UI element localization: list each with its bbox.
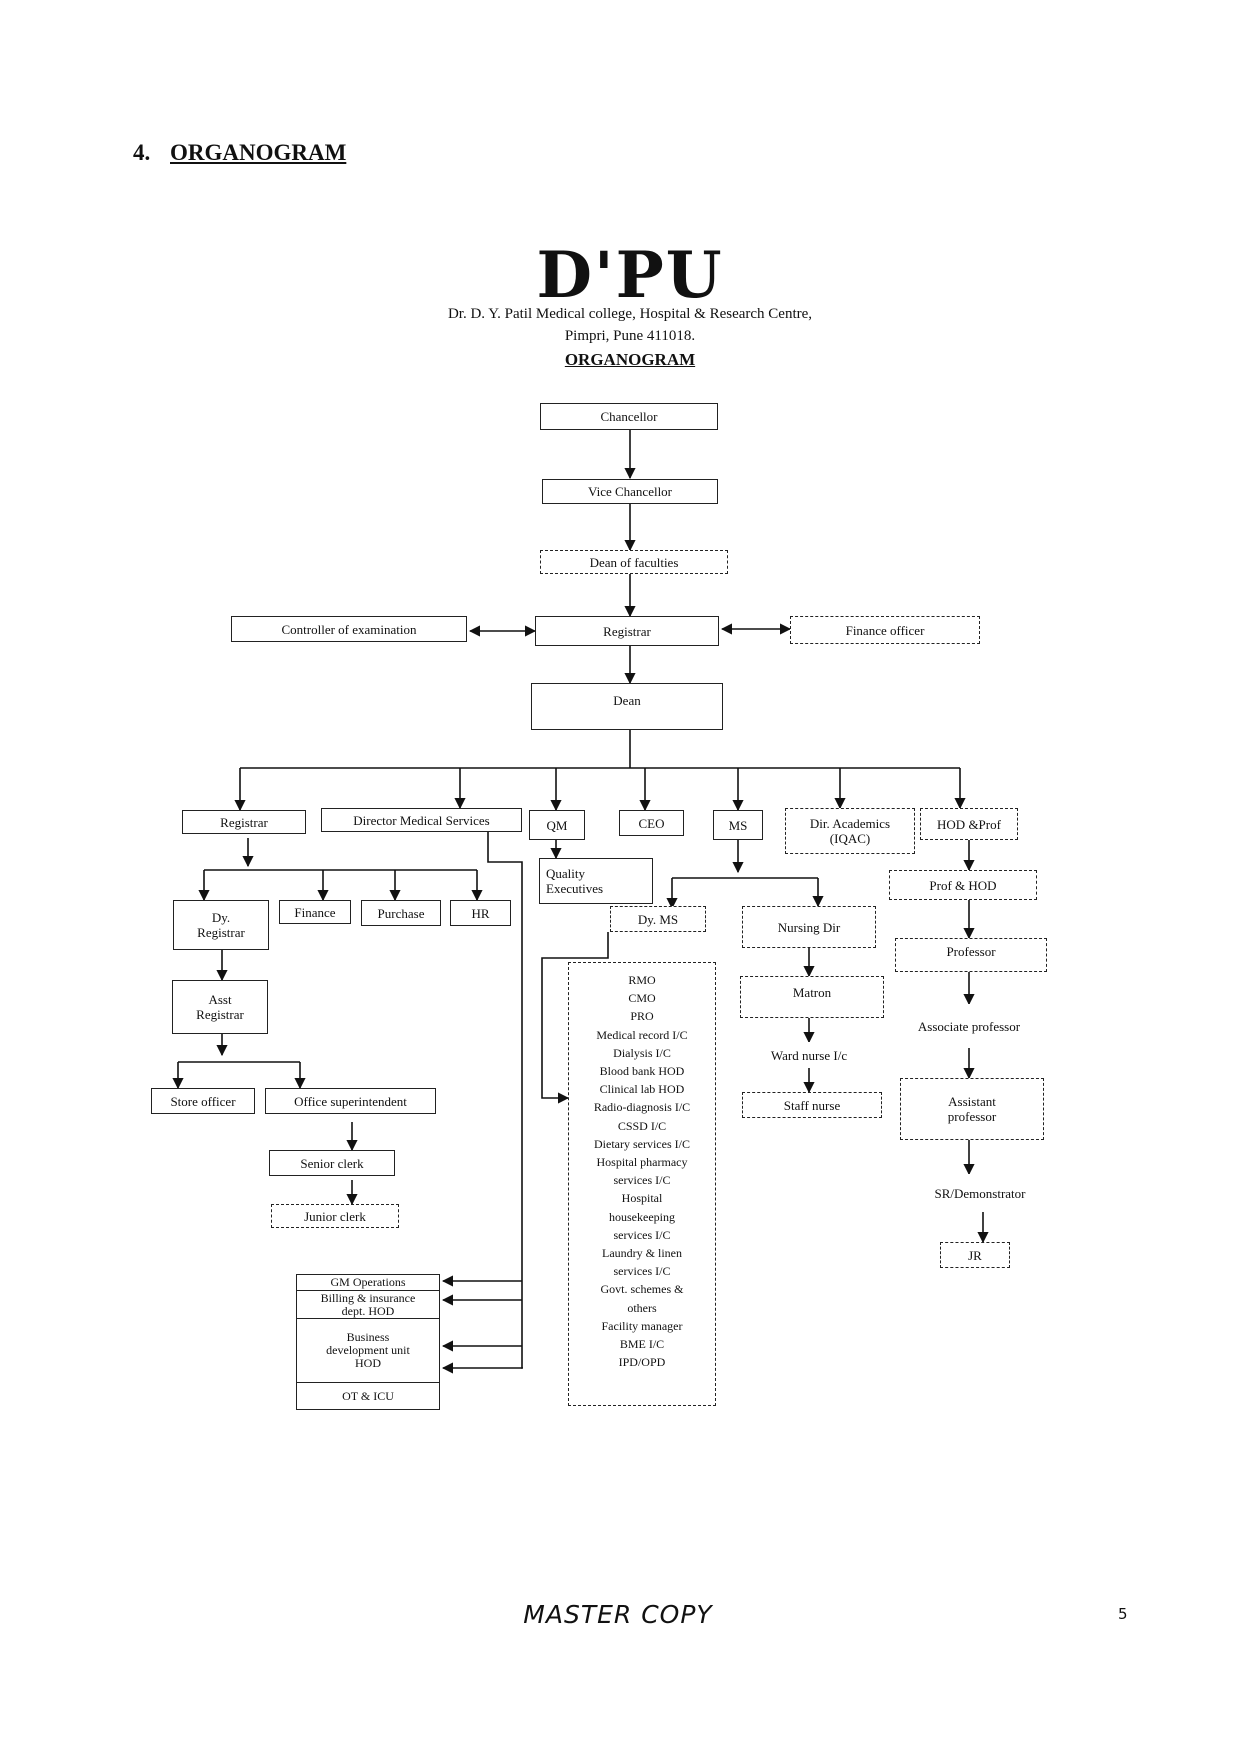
registrar-top-box: Registrar [535,616,719,646]
asst-registrar-box: Asst Registrar [172,980,268,1034]
associate-professor-box: Associate professor [895,1004,1043,1048]
operations-stack: GM Operations Billing & insurance dept. … [296,1274,440,1410]
ot-icu-cell: OT & ICU [342,1388,394,1403]
chancellor-box: Chancellor [540,403,718,430]
nursing-dir-box: Nursing Dir [742,906,876,948]
assistant-professor-box: Assistant professor [900,1078,1044,1140]
section-heading: 4. ORGANOGRAM [133,140,346,166]
section-number: 4. [133,140,151,165]
dean-of-faculties-box: Dean of faculties [540,550,728,574]
quality-executives-box: Quality Executives [539,858,653,904]
section-title: ORGANOGRAM [170,140,347,165]
finance-box: Finance [279,900,351,924]
dean-box: Dean [531,683,723,730]
master-copy-stamp: MASTER COPY [523,1600,713,1629]
ceo-box: CEO [619,810,684,836]
business-development-cell: Business development unit HOD [297,1319,439,1383]
dpu-logo: D'PU [536,238,724,313]
junior-clerk-box: Junior clerk [271,1204,399,1228]
finance-officer-box: Finance officer [790,616,980,644]
controller-of-examination-box: Controller of examination [231,616,467,642]
dir-academics-box: Dir. Academics (IQAC) [785,808,915,854]
services-list-box: RMO CMO PRO Medical record I/C Dialysis … [568,962,716,1406]
director-medical-services-box: Director Medical Services [321,808,522,832]
hod-prof-box: HOD &Prof [920,808,1018,840]
institution-name: Dr. D. Y. Patil Medical college, Hospita… [447,306,813,322]
institution-address: Pimpri, Pune 411018. [564,328,696,344]
senior-clerk-box: Senior clerk [269,1150,395,1176]
hr-box: HR [450,900,511,926]
qm-box: QM [529,810,585,840]
vice-chancellor-box: Vice Chancellor [542,479,718,504]
page-number: 5 [1118,1605,1128,1623]
purchase-box: Purchase [361,900,441,926]
dy-ms-box: Dy. MS [610,906,706,932]
organogram-title: ORGANOGRAM [564,350,696,369]
jr-box: JR [940,1242,1010,1268]
registrar-box: Registrar [182,810,306,834]
matron-box: Matron [740,976,884,1018]
ward-nurse-box: Ward nurse I/c [740,1042,878,1068]
store-officer-box: Store officer [151,1088,255,1114]
dy-registrar-box: Dy. Registrar [173,900,269,950]
staff-nurse-box: Staff nurse [742,1092,882,1118]
ms-box: MS [713,810,763,840]
sr-demonstrator-box: SR/Demonstrator [898,1174,1062,1212]
gm-operations-cell: GM Operations [297,1275,439,1291]
office-superintendent-box: Office superintendent [265,1088,436,1114]
professor-box: Professor [895,938,1047,972]
prof-hod-box: Prof & HOD [889,870,1037,900]
billing-insurance-cell: Billing & insurance dept. HOD [297,1291,439,1319]
